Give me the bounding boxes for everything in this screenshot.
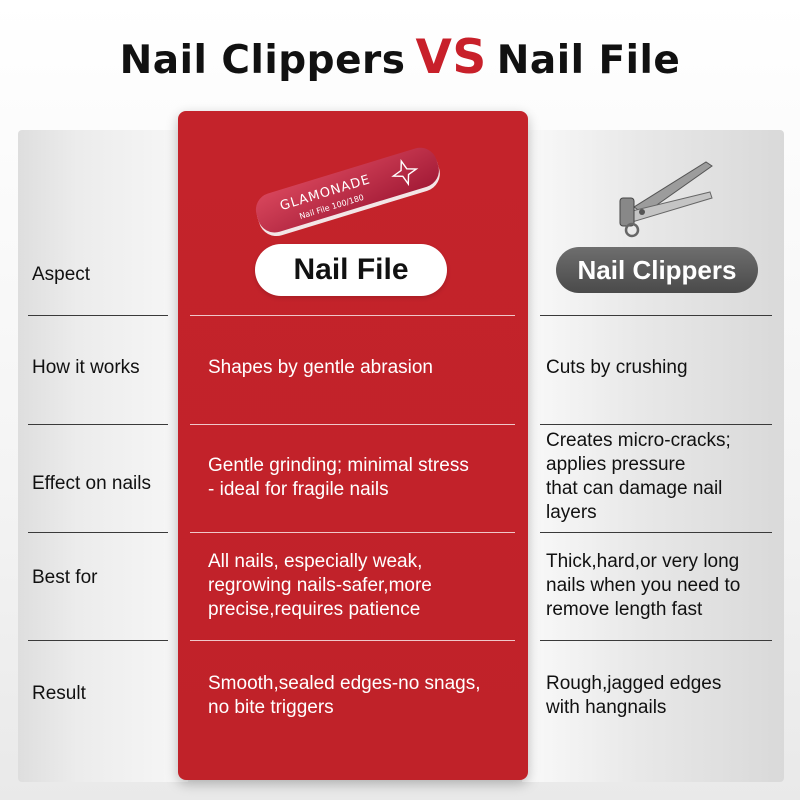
divider [190, 640, 515, 641]
row-clippers-result: Rough,jagged edges with hangnails [546, 672, 776, 720]
nail-file-header: Nail File [255, 244, 447, 296]
nail-clipper-image [619, 161, 713, 238]
divider [540, 315, 772, 316]
nail-clippers-header: Nail Clippers [556, 247, 758, 293]
text-line: with hangnails [546, 697, 667, 718]
divider [190, 424, 515, 425]
row-aspect-effect-on-nails: Effect on nails [32, 473, 152, 494]
row-aspect-how-it-works: How it works [32, 357, 140, 378]
row-clippers-best-for: Thick,hard,or very long nails when you n… [546, 550, 776, 622]
divider [28, 424, 168, 425]
text-line: that can damage nail [546, 478, 723, 499]
divider [540, 424, 772, 425]
divider [28, 315, 168, 316]
row-file-how-it-works: Shapes by gentle abrasion [208, 356, 518, 380]
text-line: Cuts by crushing [546, 357, 688, 378]
clippers-column-panel [522, 130, 784, 782]
row-clippers-effect-on-nails: Creates micro-cracks; applies pressure t… [546, 429, 776, 525]
nail-file-column-panel [178, 111, 528, 780]
row-file-best-for: All nails, especially weak, regrowing na… [208, 550, 518, 622]
text-line: Rough,jagged edges [546, 673, 722, 694]
title-left: Nail Clippers [119, 38, 406, 83]
text-line: layers [546, 502, 597, 523]
text-line: Smooth,sealed edges-no snags, [208, 673, 481, 694]
text-line: - ideal for fragile nails [208, 479, 389, 500]
text-line: Shapes by gentle abrasion [208, 357, 433, 378]
text-line: regrowing nails-safer,more [208, 575, 432, 596]
title-vs: VS [415, 30, 487, 85]
title-right: Nail File [496, 38, 681, 83]
text-line: Thick,hard,or very long [546, 551, 740, 572]
row-clippers-how-it-works: Cuts by crushing [546, 356, 776, 380]
row-file-result: Smooth,sealed edges-no snags, no bite tr… [208, 672, 518, 720]
aspect-header: Aspect [32, 264, 91, 285]
text-line: no bite triggers [208, 697, 334, 718]
text-line: Gentle grinding; minimal stress [208, 455, 469, 476]
aspect-column-panel [18, 130, 188, 782]
text-line: nails when you need to [546, 575, 741, 596]
text-line: All nails, especially weak, [208, 551, 423, 572]
row-file-effect-on-nails: Gentle grinding; minimal stress - ideal … [208, 454, 518, 502]
divider [28, 532, 168, 533]
divider [540, 532, 772, 533]
divider [540, 640, 772, 641]
text-line: Creates micro-cracks; [546, 430, 731, 451]
text-line: precise,requires patience [208, 599, 421, 620]
row-aspect-best-for: Best for [32, 567, 98, 588]
row-aspect-result: Result [32, 683, 86, 704]
divider [28, 640, 168, 641]
nail-file-image: GLAMONADE Nail File 100/180 [255, 147, 440, 237]
divider [190, 315, 515, 316]
sparkle-icon [391, 158, 419, 187]
text-line: applies pressure [546, 454, 686, 475]
divider [190, 532, 515, 533]
text-line: remove length fast [546, 599, 703, 620]
